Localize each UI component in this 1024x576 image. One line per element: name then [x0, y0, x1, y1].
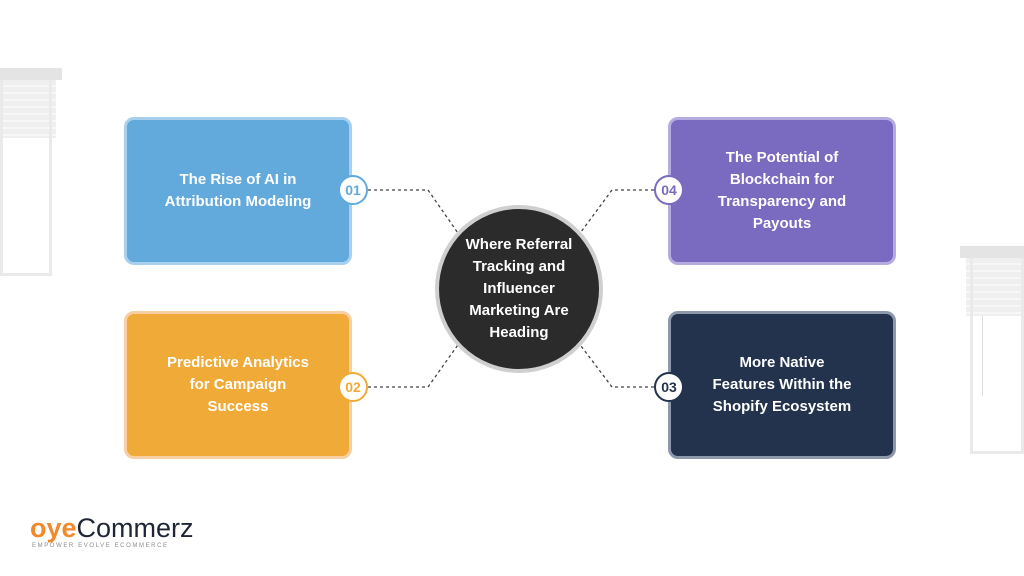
number-badge-02: 02 — [338, 372, 368, 402]
card-line: The Potential of — [725, 149, 839, 166]
number-badge-01: 01 — [338, 175, 368, 205]
card-line: More Native — [739, 354, 825, 371]
card-predictive-analytics: Predictive Analytics for Campaign Succes… — [124, 311, 352, 459]
center-hub: Where Referral Tracking and Influencer M… — [435, 205, 603, 373]
number-badge-03: 03 — [654, 372, 684, 402]
connector-02 — [368, 341, 461, 388]
card-shopify-native-features: More Native Features Within the Shopify … — [668, 311, 896, 459]
connector-03 — [577, 341, 654, 388]
brand-tagline: EMPOWER EVOLVE ECOMMERCE — [32, 543, 169, 549]
brand-accent: oye — [30, 513, 77, 543]
center-hub-title: Where Referral Tracking and Influencer M… — [465, 236, 573, 341]
card-line: Success — [207, 398, 269, 415]
left-window-blind-decoration — [0, 68, 62, 278]
brand-name: Commerz — [76, 513, 194, 543]
card-line: Attribution Modeling — [164, 193, 312, 210]
right-window-blind-decoration — [960, 246, 1024, 456]
connector-04 — [577, 189, 654, 237]
card-line: Blockchain for — [729, 171, 835, 188]
card-line: Transparency and — [717, 193, 847, 210]
card-line: for Campaign — [189, 376, 287, 393]
brand-wordmark: oyeCommerz — [30, 514, 194, 542]
card-line: The Rise of AI in — [179, 171, 297, 188]
card-line: Shopify Ecosystem — [712, 398, 852, 415]
connector-01 — [368, 189, 461, 237]
card-blockchain-payouts: The Potential of Blockchain for Transpar… — [668, 117, 896, 265]
number-badge-04: 04 — [654, 175, 684, 205]
card-line: Features Within the — [712, 376, 852, 393]
card-line: Predictive Analytics — [166, 354, 309, 371]
brand-logo: oyeCommerz EMPOWER EVOLVE ECOMMERCE — [30, 514, 194, 549]
card-ai-attribution: The Rise of AI in Attribution Modeling — [124, 117, 352, 265]
card-line: Payouts — [752, 215, 812, 232]
